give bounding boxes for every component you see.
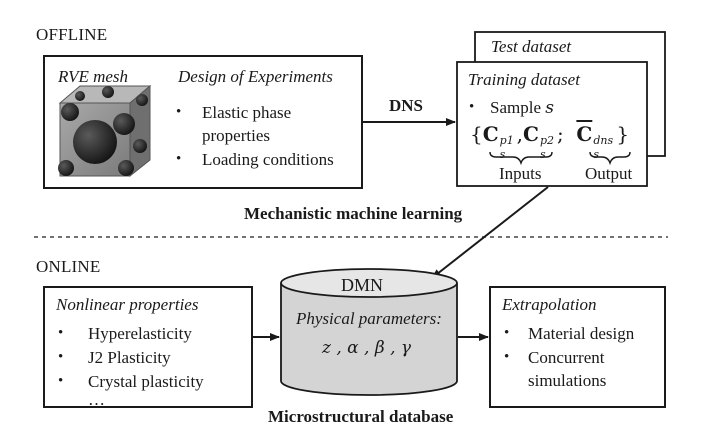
nonlinear-bullet-1: •	[58, 325, 64, 341]
inputs-underbrace	[489, 151, 553, 166]
doe-item-1: Elastic phase	[202, 103, 292, 122]
test-dataset-title: Test dataset	[491, 37, 572, 56]
database-label: Microstructural database	[268, 407, 454, 426]
nonlinear-item-1: Hyperelasticity	[88, 324, 192, 343]
inputs-label: Inputs	[499, 164, 542, 183]
doe-bullet-1: •	[176, 104, 182, 120]
sample-prefix: Sample	[490, 98, 541, 117]
mml-arrow	[431, 186, 549, 279]
doe-bullet-2: •	[176, 151, 182, 167]
output-underbrace	[589, 151, 631, 166]
extrap-item-2-cont: simulations	[528, 371, 607, 390]
output-label: Output	[585, 164, 633, 183]
dmn-params: z , α , β , γ	[322, 338, 412, 358]
nonlinear-ellipsis: …	[88, 390, 105, 409]
nonlinear-bullet-2: •	[58, 349, 64, 365]
sample-bullet: •	[469, 99, 475, 115]
doe-item-2: Loading conditions	[202, 150, 334, 169]
extrap-item-1: Material design	[528, 324, 635, 343]
doe-title: Design of Experiments	[178, 67, 333, 86]
rve-cube	[58, 84, 152, 178]
sample-label: Sample s	[490, 99, 554, 117]
nonlinear-bullet-3: •	[58, 373, 64, 389]
mml-label: Mechanistic machine learning	[244, 204, 463, 223]
sample-var: s	[545, 98, 554, 118]
extrap-item-2: Concurrent	[528, 348, 605, 367]
training-dataset-box	[456, 61, 648, 187]
doe-item-1-cont: properties	[202, 126, 270, 145]
dns-label: DNS	[389, 96, 424, 115]
nonlinear-item-2: J2 Plasticity	[88, 348, 171, 367]
extrap-bullet-2: •	[504, 349, 510, 365]
dmn-subtitle: Physical parameters:	[296, 309, 442, 328]
training-dataset-title: Training dataset	[468, 70, 580, 89]
rve-mesh-title: RVE mesh	[58, 67, 129, 86]
extrapolation-box	[489, 286, 666, 408]
offline-label: OFFLINE	[36, 25, 108, 44]
dmn-title: DMN	[341, 275, 384, 295]
dmn-cylinder	[280, 268, 458, 396]
nonlinear-box	[43, 286, 253, 408]
extrapolation-title: Extrapolation	[502, 295, 597, 314]
nonlinear-title: Nonlinear properties	[56, 295, 199, 314]
extrap-bullet-1: •	[504, 325, 510, 341]
nonlinear-item-3: Crystal plasticity	[88, 372, 204, 391]
online-label: ONLINE	[36, 257, 101, 276]
